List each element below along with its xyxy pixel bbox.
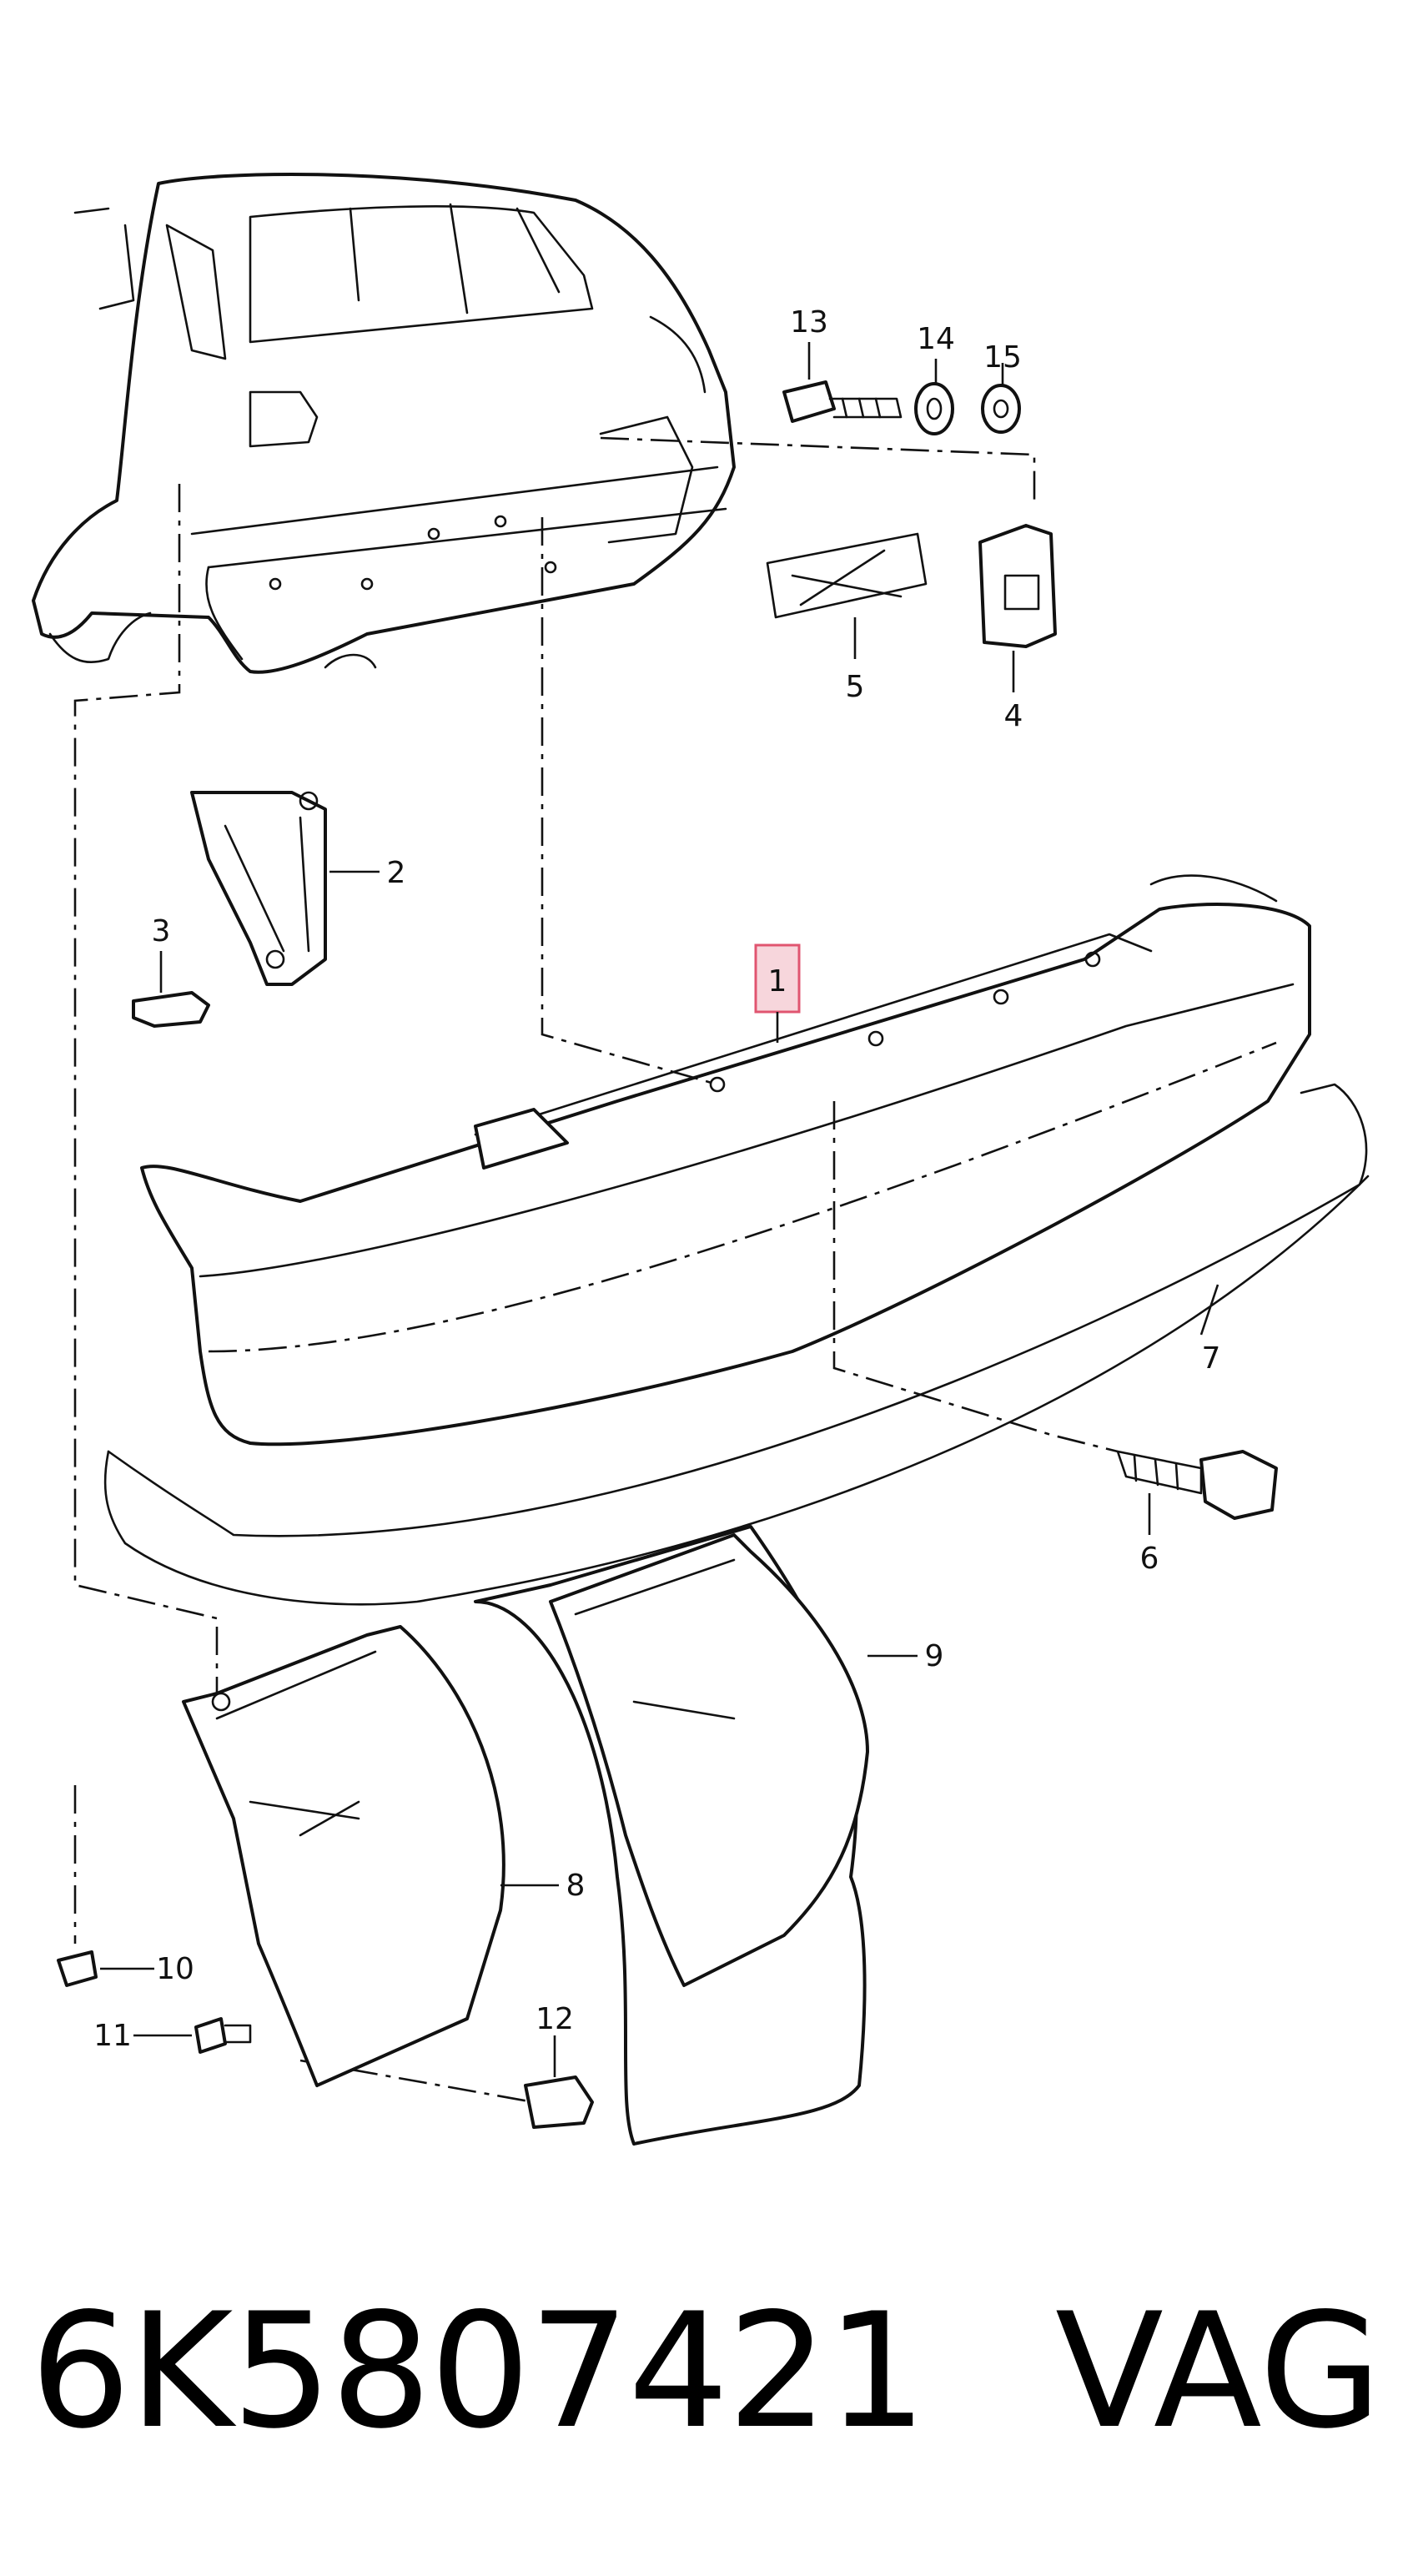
bolt-13 xyxy=(782,342,903,423)
brand-name: VAG xyxy=(1055,2279,1382,2463)
callout-13: 13 xyxy=(790,305,828,340)
bumper-cover-7 xyxy=(103,874,1370,1606)
callout-1-highlight xyxy=(754,943,801,1043)
callout-10: 10 xyxy=(156,1952,194,1986)
callout-15: 15 xyxy=(983,340,1022,375)
callout-11: 11 xyxy=(93,2019,132,2053)
bracket-4 xyxy=(978,524,1057,692)
callout-4: 4 xyxy=(1004,699,1023,733)
mudflap-9 xyxy=(474,1525,918,2146)
bracket-2 xyxy=(190,791,380,986)
callout-9: 9 xyxy=(925,1639,944,1673)
clip-10 xyxy=(57,1950,154,1987)
nut-15 xyxy=(981,363,1021,434)
bolt-6 xyxy=(1116,1450,1278,1535)
cover-plate-5 xyxy=(766,532,928,659)
callout-6: 6 xyxy=(1140,1542,1159,1576)
callout-3: 3 xyxy=(152,914,171,948)
callout-8: 8 xyxy=(566,1869,586,1903)
callout-2: 2 xyxy=(387,856,406,890)
car-body-outline xyxy=(32,172,736,674)
callout-12: 12 xyxy=(536,2002,574,2036)
callout-7: 7 xyxy=(1202,1341,1221,1376)
clip-3 xyxy=(132,951,210,1028)
washer-14 xyxy=(914,359,954,435)
part-number: 6K5807421 xyxy=(30,2279,928,2463)
callout-5: 5 xyxy=(846,670,865,704)
screw-11 xyxy=(133,2017,252,2054)
callout-1: 1 xyxy=(768,964,787,999)
callout-14: 14 xyxy=(917,322,955,356)
arch-liner-8 xyxy=(182,1625,559,2087)
clip-12 xyxy=(524,2035,594,2129)
